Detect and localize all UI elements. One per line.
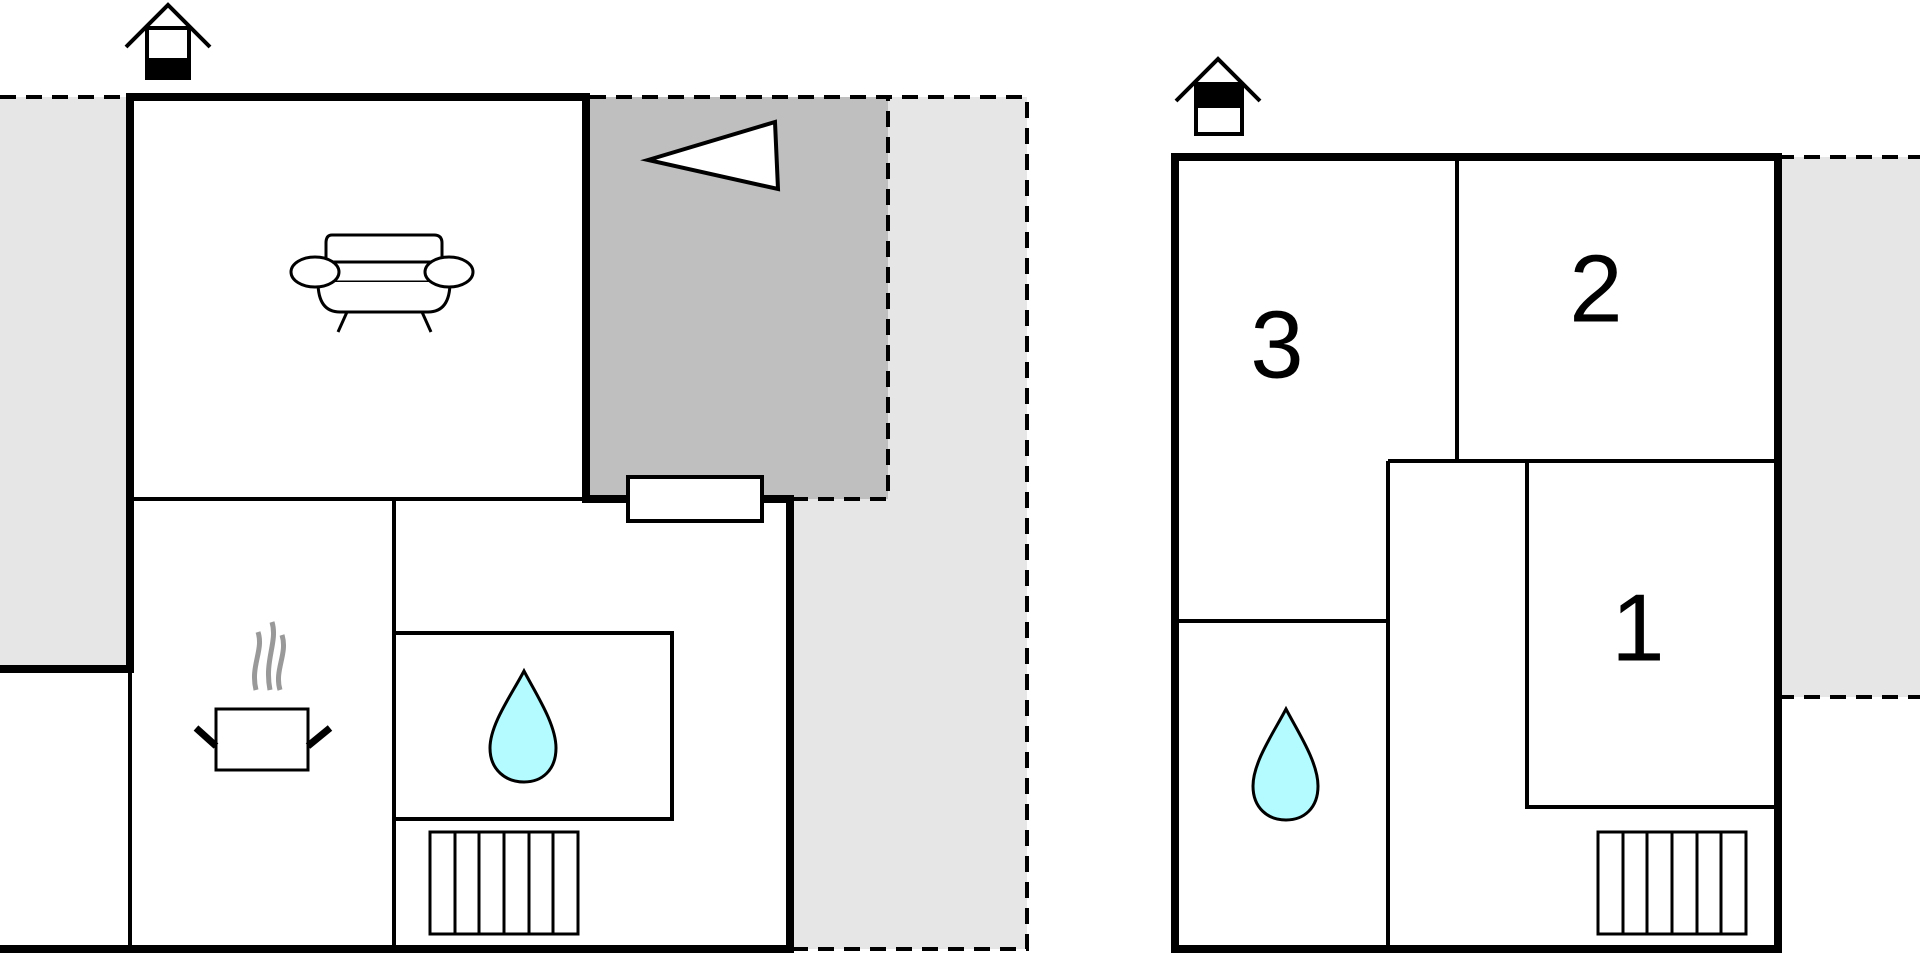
terrace-door bbox=[626, 475, 764, 523]
upper-outdoor-area bbox=[1778, 157, 1920, 697]
sauna-bench-icon bbox=[428, 830, 580, 936]
sauna-bench-icon-upper bbox=[1596, 830, 1748, 936]
outside-corner bbox=[0, 669, 130, 949]
ground-floor-plan bbox=[0, 2, 1029, 953]
house-level-ground-icon bbox=[124, 2, 212, 80]
wall-bed1 bbox=[1525, 461, 1778, 809]
outer-wall-upper bbox=[1171, 153, 1782, 953]
outdoor-area-left bbox=[0, 97, 130, 669]
terrace-triangle-icon bbox=[640, 119, 781, 192]
upper-floor-area bbox=[1175, 157, 1778, 949]
terrace-border bbox=[590, 95, 890, 501]
room-number-2: 2 bbox=[1569, 235, 1622, 342]
outer-wall-ground bbox=[0, 93, 794, 953]
sofa-icon bbox=[289, 233, 475, 333]
house-level-upper-icon bbox=[1174, 56, 1262, 136]
water-drop-icon bbox=[488, 667, 558, 784]
room-number-1: 1 bbox=[1611, 574, 1664, 681]
room-number-3: 3 bbox=[1250, 291, 1303, 398]
upper-floor-plan: 3 2 1 bbox=[1171, 56, 1920, 953]
cooking-pot-icon bbox=[193, 621, 333, 772]
water-drop-icon-upper bbox=[1251, 705, 1320, 822]
